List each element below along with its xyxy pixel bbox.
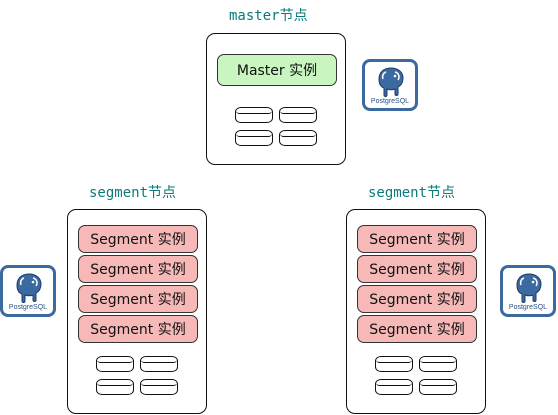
disk-icon bbox=[235, 130, 273, 146]
master-node-title: master节点 bbox=[229, 8, 308, 24]
segment-instance: Segment 实例 bbox=[78, 285, 198, 313]
master-node: Master 实例 bbox=[206, 33, 346, 165]
disk-icon bbox=[375, 356, 413, 372]
postgresql-logo-master: PostgreSQL bbox=[362, 59, 418, 111]
postgresql-logo-label: PostgreSQL bbox=[508, 304, 548, 311]
segment-instance: Segment 实例 bbox=[78, 315, 198, 343]
disk-icon bbox=[96, 379, 134, 395]
postgresql-logo-label: PostgreSQL bbox=[370, 98, 410, 105]
segment-instance: Segment 实例 bbox=[357, 315, 477, 343]
disk-icon bbox=[375, 379, 413, 395]
segment-instance: Segment 实例 bbox=[357, 255, 477, 283]
segment-instance: Segment 实例 bbox=[78, 255, 198, 283]
disk-icon bbox=[419, 379, 457, 395]
disk-icon bbox=[96, 356, 134, 372]
segment-node-title-right: segment节点 bbox=[368, 185, 456, 201]
disk-icon bbox=[235, 107, 273, 123]
segment-instance: Segment 实例 bbox=[357, 225, 477, 253]
segment-node-right: Segment 实例 Segment 实例 Segment 实例 Segment… bbox=[346, 209, 486, 414]
disk-icon bbox=[419, 356, 457, 372]
postgresql-logo-right: PostgreSQL bbox=[500, 265, 556, 317]
segment-instance: Segment 实例 bbox=[78, 225, 198, 253]
disk-icon bbox=[279, 107, 317, 123]
disk-icon bbox=[140, 356, 178, 372]
disk-icon bbox=[279, 130, 317, 146]
postgresql-elephant-icon bbox=[378, 67, 404, 97]
postgresql-logo-label: PostgreSQL bbox=[8, 304, 48, 311]
segment-instance: Segment 实例 bbox=[357, 285, 477, 313]
segment-node-title-left: segment节点 bbox=[89, 185, 177, 201]
postgresql-elephant-icon bbox=[16, 273, 42, 303]
postgresql-elephant-icon bbox=[516, 273, 542, 303]
segment-node-left: Segment 实例 Segment 实例 Segment 实例 Segment… bbox=[67, 209, 207, 414]
master-instance: Master 实例 bbox=[217, 54, 337, 86]
disk-icon bbox=[140, 379, 178, 395]
postgresql-logo-left: PostgreSQL bbox=[0, 265, 56, 317]
